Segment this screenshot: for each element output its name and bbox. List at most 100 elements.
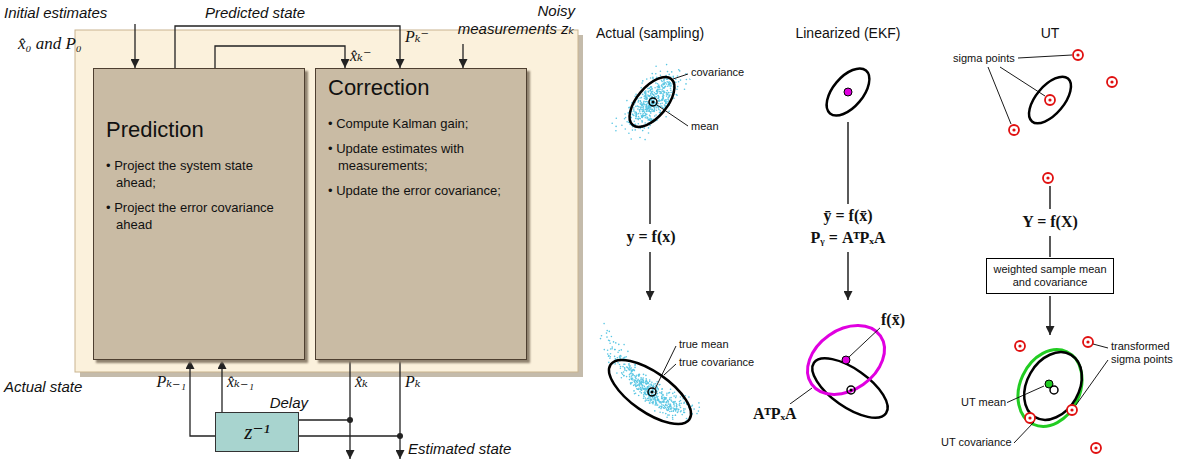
sample-point bbox=[651, 383, 653, 385]
sample-point bbox=[615, 126, 617, 128]
sample-point bbox=[638, 116, 640, 118]
sample-point bbox=[679, 403, 681, 405]
sample-point bbox=[630, 372, 632, 374]
sample-point bbox=[661, 406, 663, 408]
connector bbox=[190, 360, 215, 436]
sample-point bbox=[624, 363, 626, 365]
filter-panel bbox=[75, 30, 583, 377]
sample-point bbox=[652, 403, 654, 405]
sample-point bbox=[646, 114, 648, 116]
sample-point bbox=[634, 367, 636, 369]
sample-point bbox=[647, 117, 649, 119]
sample-point bbox=[643, 382, 645, 384]
sample-point bbox=[644, 388, 646, 390]
sample-point bbox=[698, 402, 700, 404]
sample-point bbox=[676, 406, 678, 408]
signal-wire bbox=[349, 420, 350, 459]
sample-point bbox=[656, 91, 658, 93]
connector bbox=[221, 360, 222, 412]
sample-point bbox=[640, 104, 642, 106]
node-text: • Update the error covariance; bbox=[328, 182, 516, 199]
sample-point bbox=[683, 412, 685, 414]
sample-point bbox=[611, 336, 613, 338]
sample-point bbox=[665, 397, 667, 399]
sample-point bbox=[661, 85, 663, 87]
sample-point bbox=[627, 367, 629, 369]
sample-point bbox=[641, 389, 643, 391]
sample-point bbox=[642, 387, 644, 389]
sample-point bbox=[641, 382, 643, 384]
sample-point bbox=[629, 369, 631, 371]
sample-point bbox=[633, 109, 635, 111]
sample-point bbox=[626, 376, 628, 378]
sample-point bbox=[649, 120, 651, 122]
sample-point bbox=[649, 88, 651, 90]
sample-point bbox=[608, 356, 610, 358]
mean-marker bbox=[648, 88, 1058, 396]
sample-point bbox=[621, 124, 623, 126]
sigma-point bbox=[1046, 176, 1049, 179]
sample-point bbox=[664, 86, 666, 88]
sample-point bbox=[665, 99, 667, 101]
sample-point bbox=[644, 400, 646, 402]
sample-point bbox=[676, 95, 678, 97]
sample-point bbox=[671, 400, 673, 402]
sample-point bbox=[676, 404, 678, 406]
mean-marker bbox=[842, 356, 850, 364]
sample-point bbox=[653, 110, 655, 112]
sample-point bbox=[636, 112, 638, 114]
sample-point bbox=[668, 403, 670, 405]
sample-point bbox=[638, 384, 640, 386]
sample-point bbox=[644, 388, 646, 390]
sample-point bbox=[635, 124, 637, 126]
sample-point bbox=[626, 121, 628, 123]
sample-point bbox=[624, 367, 626, 369]
node-heading: Delay bbox=[270, 394, 308, 412]
sample-point bbox=[666, 416, 668, 418]
annotation-label: y = f(x) bbox=[600, 227, 702, 247]
sample-point bbox=[644, 388, 646, 390]
sample-point bbox=[610, 348, 612, 350]
sample-point bbox=[661, 406, 663, 408]
sample-point bbox=[646, 104, 648, 106]
annotation-label: x̂₀ and P₀ bbox=[18, 34, 82, 54]
sample-point bbox=[669, 403, 671, 405]
sample-point bbox=[656, 397, 658, 399]
sample-point bbox=[623, 375, 625, 377]
sample-point bbox=[665, 116, 667, 118]
sample-point bbox=[655, 401, 657, 403]
sample-point bbox=[655, 93, 657, 95]
annotation-label: Y = f(X) bbox=[1000, 212, 1100, 232]
sample-point bbox=[670, 92, 672, 94]
sample-point bbox=[659, 401, 661, 403]
sample-point bbox=[614, 349, 616, 351]
sample-point bbox=[646, 111, 648, 113]
sample-point bbox=[645, 96, 647, 98]
sample-point bbox=[675, 395, 677, 397]
sample-point bbox=[658, 89, 660, 91]
leader-line bbox=[673, 74, 688, 79]
sample-point bbox=[661, 398, 663, 400]
sample-point bbox=[632, 129, 634, 131]
annotation-label: Actual state bbox=[4, 378, 82, 396]
sample-point bbox=[649, 96, 651, 98]
sample-point bbox=[641, 97, 643, 99]
edge-label: Pₖ⁻ bbox=[405, 28, 429, 46]
sample-point bbox=[680, 403, 682, 405]
sample-point bbox=[653, 385, 655, 387]
sample-point bbox=[670, 85, 672, 87]
leader-line bbox=[655, 55, 1108, 443]
sample-point bbox=[679, 405, 681, 407]
sample-point bbox=[666, 83, 668, 85]
sample-point bbox=[641, 116, 643, 118]
sample-point bbox=[678, 69, 680, 71]
sample-point bbox=[655, 73, 657, 75]
sample-point bbox=[653, 107, 655, 109]
sample-point bbox=[656, 90, 658, 92]
sample-point bbox=[674, 409, 676, 411]
sample-point bbox=[678, 81, 680, 83]
sample-point bbox=[641, 389, 643, 391]
sample-point bbox=[668, 74, 670, 76]
sample-point bbox=[645, 378, 647, 380]
node-text: z⁻¹ bbox=[244, 420, 270, 444]
